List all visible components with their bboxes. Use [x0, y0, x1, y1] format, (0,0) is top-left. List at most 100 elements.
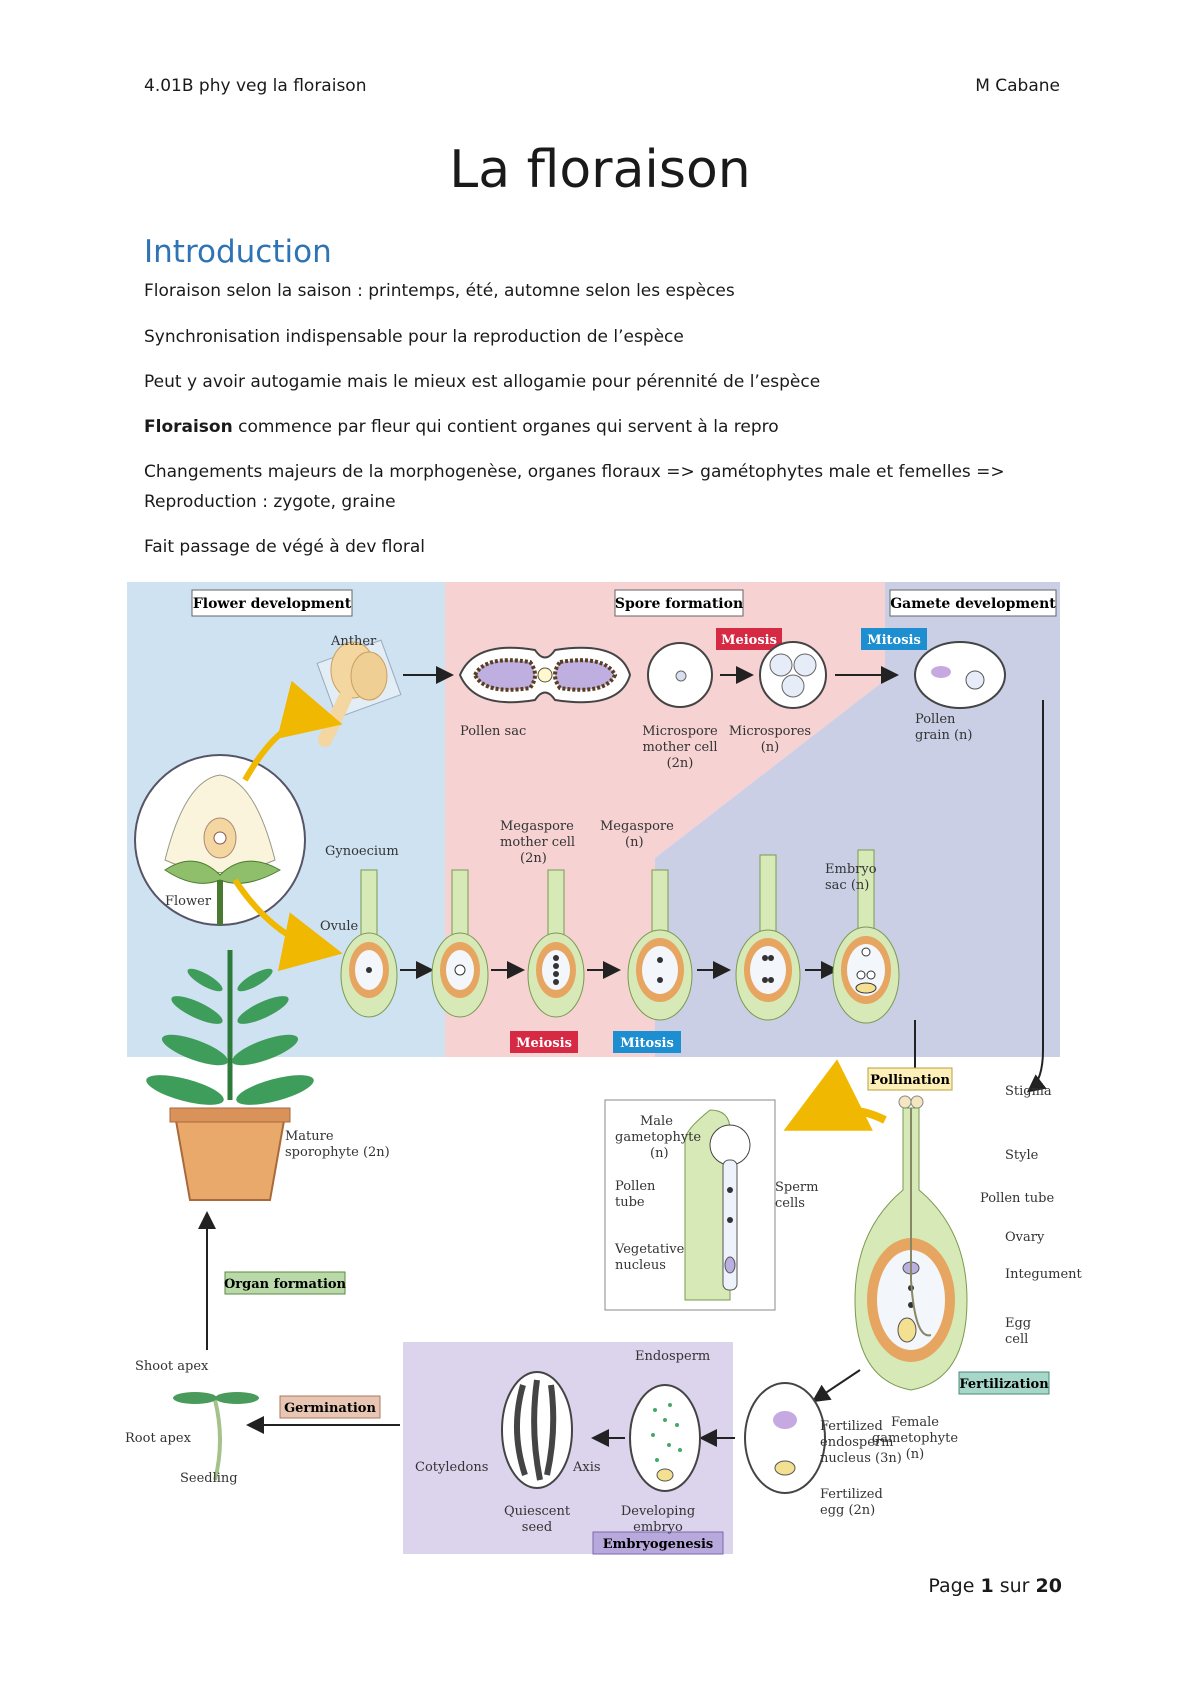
style-label: Style [1005, 1148, 1039, 1163]
svg-text:Megaspore(n): Megaspore(n) [600, 819, 674, 850]
anther-label: Anther [330, 634, 377, 649]
spore-title: Spore formation [615, 596, 743, 612]
seedling-label: Seedling [180, 1471, 238, 1486]
page-title: La floraison [449, 140, 751, 200]
fert-endo-3: nucleus (3n) [820, 1451, 902, 1466]
microspores-label-1: Microspores [729, 724, 811, 739]
current-page: 1 [980, 1575, 994, 1597]
megmc-label-1: Megaspore [500, 819, 574, 834]
cotyledons-label: Cotyledons [415, 1460, 488, 1475]
flower-label: Flower [165, 894, 212, 909]
mmc-label-1: Microspore [642, 724, 718, 739]
ovule-2 [431, 869, 489, 1018]
paragraph-6: Fait passage de végé à dev floral [144, 537, 426, 557]
endosperm-label: Endosperm [635, 1349, 710, 1364]
pollen-tube-inset-2: tube [615, 1195, 645, 1210]
germination-badge: Germination [284, 1401, 376, 1416]
quiescent-1: Quiescent [504, 1504, 571, 1519]
total-pages: 20 [1035, 1575, 1062, 1597]
sperm-label-1: Sperm [775, 1180, 818, 1195]
microspores-label-2: (n) [761, 740, 780, 755]
organ-formation-badge: Organ formation [224, 1277, 347, 1292]
embryo-sac-label-2: sac (n) [825, 878, 869, 893]
embryogenesis-badge: Embryogenesis [603, 1537, 714, 1552]
paragraph-4: Floraison commence par fleur qui contien… [144, 417, 779, 437]
axis-label: Axis [572, 1460, 601, 1475]
female-label-1: Female [891, 1415, 939, 1430]
gynoecium-label: Gynoecium [325, 844, 399, 859]
fert-egg-1: Fertilized [820, 1487, 883, 1502]
quiescent-2: seed [522, 1520, 552, 1535]
pollen-sac-label: Pollen sac [460, 724, 526, 739]
fertilization-badge: Fertilization [959, 1377, 1049, 1392]
section-heading: Introduction [144, 234, 332, 270]
fert-egg-2: egg (2n) [820, 1503, 875, 1518]
pollen-grain-label-2: grain (n) [915, 728, 972, 743]
embryo-sac-label-1: Embryo [825, 862, 877, 877]
pistil [854, 1095, 968, 1391]
female-label-2: gametophyte [872, 1431, 958, 1446]
root-apex-label: Root apex [125, 1431, 192, 1446]
male-gam-label-2: gametophyte [615, 1130, 701, 1145]
dev-embryo-2: embryo [633, 1520, 683, 1535]
paragraph-3: Peut y avoir autogamie mais le mieux est… [144, 372, 821, 392]
megmc-label-2: mother cell [500, 835, 575, 850]
mitosis-badge-top: Mitosis [867, 633, 921, 648]
mmc-label-2: mother cell [642, 740, 717, 755]
flowering-cycle-diagram: Flower development Spore formation Gamet… [125, 582, 1083, 1555]
ovule-label: Ovule [320, 919, 359, 934]
veg-label-2: nucleus [615, 1258, 666, 1273]
paragraph-5: Changements majeurs de la morphogenèse, … [144, 462, 1005, 512]
paragraph-2: Synchronisation indispensable pour la re… [144, 327, 684, 347]
mitosis-badge-bottom: Mitosis [620, 1036, 674, 1051]
svg-text:Microspores(n): Microspores(n) [729, 724, 811, 755]
meiosis-badge-bottom: Meiosis [516, 1036, 572, 1051]
stigma-label: Stigma [1005, 1084, 1052, 1099]
ovary-label: Ovary [1005, 1230, 1045, 1245]
sperm-label-2: cells [775, 1196, 805, 1211]
gamete-title: Gamete development [890, 596, 1056, 612]
fert-endo-2: endosperm [820, 1435, 893, 1450]
megaspore-label-2: (n) [625, 835, 644, 850]
egg-label-2: cell [1005, 1332, 1028, 1347]
integument-label: Integument [1005, 1267, 1083, 1282]
ovule-4 [627, 869, 693, 1021]
header-course-title: 4.01B phy veg la floraison [144, 76, 367, 96]
paragraph-1: Floraison selon la saison : printemps, é… [144, 281, 735, 301]
ovule-3 [527, 869, 585, 1018]
dev-embryo-1: Developing [621, 1504, 695, 1519]
mature-label-1: Mature [285, 1129, 334, 1144]
meiosis-badge-top: Meiosis [721, 633, 777, 648]
ovule-6 [832, 849, 900, 1024]
mature-label-2: sporophyte (2n) [285, 1145, 390, 1160]
pollen-tube-inset-1: Pollen [615, 1179, 656, 1194]
header-author: M Cabane [975, 76, 1060, 96]
ovule-5 [735, 854, 801, 1021]
ovule-1 [340, 869, 398, 1018]
megmc-label-3: (2n) [520, 851, 547, 866]
veg-label-1: Vegetative [614, 1242, 685, 1257]
egg-label-1: Egg [1005, 1316, 1031, 1331]
pollen-tube-label: Pollen tube [980, 1191, 1054, 1206]
bold-term: Floraison [144, 417, 233, 437]
flower-dev-title: Flower development [193, 596, 352, 612]
page-footer: Page 1 sur 20 [928, 1575, 1062, 1597]
male-gam-label-3: (n) [650, 1146, 669, 1161]
pollination-badge: Pollination [870, 1073, 950, 1088]
mmc-label-3: (2n) [667, 756, 694, 771]
